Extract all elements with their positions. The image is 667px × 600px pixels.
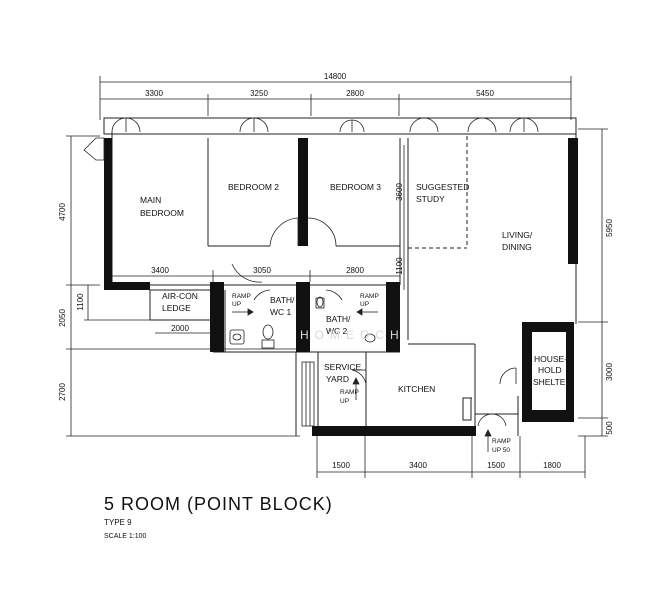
dim-bottom-1: 1500 <box>332 461 350 470</box>
dim-aircon-width: 2000 <box>171 324 189 333</box>
plan-scale: SCALE 1:100 <box>104 533 147 540</box>
dim-right-1: 5950 <box>605 219 614 237</box>
label-main-bedroom-2: BEDROOM <box>140 208 184 218</box>
label-study-1: SUGGESTED <box>416 182 469 192</box>
dim-left-2: 1100 <box>76 293 85 311</box>
windows <box>83 117 539 161</box>
label-bath2-2: WC 2 <box>326 326 348 336</box>
dim-inner-1: 3400 <box>151 266 169 275</box>
dim-left-4: 2700 <box>58 383 67 401</box>
dim-right-3: 500 <box>605 421 614 435</box>
dim-top-3: 2800 <box>346 89 364 98</box>
dim-left-3: 2050 <box>58 309 67 327</box>
watermark: HOMEOCH <box>300 328 405 342</box>
dim-bottom-3: 1500 <box>487 461 505 470</box>
dim-study-height: 3600 <box>395 183 404 201</box>
label-shelter-2: HOLD <box>538 365 562 375</box>
plan-title: 5 ROOM (POINT BLOCK) <box>104 494 333 514</box>
dim-study-gap: 1100 <box>395 257 404 275</box>
label-bedroom-3: BEDROOM 3 <box>330 182 381 192</box>
label-study-2: STUDY <box>416 194 445 204</box>
label-bath2-1: BATH/ <box>326 314 351 324</box>
doors <box>231 217 517 427</box>
label-ramp-bath2-1: RAMP <box>360 293 379 300</box>
label-living-2: DINING <box>502 242 532 252</box>
fixtures <box>229 296 376 427</box>
label-ramp-bath2-2: UP <box>360 301 369 308</box>
plan-type: TYPE 9 <box>104 518 132 527</box>
label-shelter-1: HOUSE- <box>534 354 567 364</box>
dim-inner-2: 3050 <box>253 266 271 275</box>
dim-inner-3: 2800 <box>346 266 364 275</box>
label-bath1-1: BATH/ <box>270 295 295 305</box>
ramp-arrows <box>232 308 492 452</box>
label-shelter-3: SHELTER <box>533 377 572 387</box>
dim-overall: 14800 <box>324 72 347 81</box>
dim-bottom-4: 1800 <box>543 461 561 470</box>
dim-top-4: 5450 <box>476 89 494 98</box>
label-living-1: LIVING/ <box>502 230 533 240</box>
label-aircon-2: LEDGE <box>162 303 191 313</box>
label-kitchen: KITCHEN <box>398 384 435 394</box>
label-ramp-bath1-2: UP <box>232 301 241 308</box>
label-ramp-yard-2: UP <box>340 398 349 405</box>
label-main-bedroom-1: MAIN <box>140 195 161 205</box>
label-bedroom-2: BEDROOM 2 <box>228 182 279 192</box>
label-aircon-1: AIR-CON <box>162 291 198 301</box>
dim-top-1: 3300 <box>145 89 163 98</box>
label-service-2: YARD <box>326 374 349 384</box>
dim-bottom-2: 3400 <box>409 461 427 470</box>
dim-left-1: 4700 <box>58 203 67 221</box>
label-ramp-entry-1: RAMP <box>492 438 511 445</box>
label-ramp-entry-2: UP 50 <box>492 447 510 454</box>
label-bath1-2: WC 1 <box>270 307 292 317</box>
label-ramp-yard-1: RAMP <box>340 389 359 396</box>
dim-right-2: 3000 <box>605 363 614 381</box>
label-service-1: SERVICE <box>324 362 361 372</box>
dim-top-2: 3250 <box>250 89 268 98</box>
shelter-interior <box>532 332 566 410</box>
label-ramp-bath1-1: RAMP <box>232 293 251 300</box>
